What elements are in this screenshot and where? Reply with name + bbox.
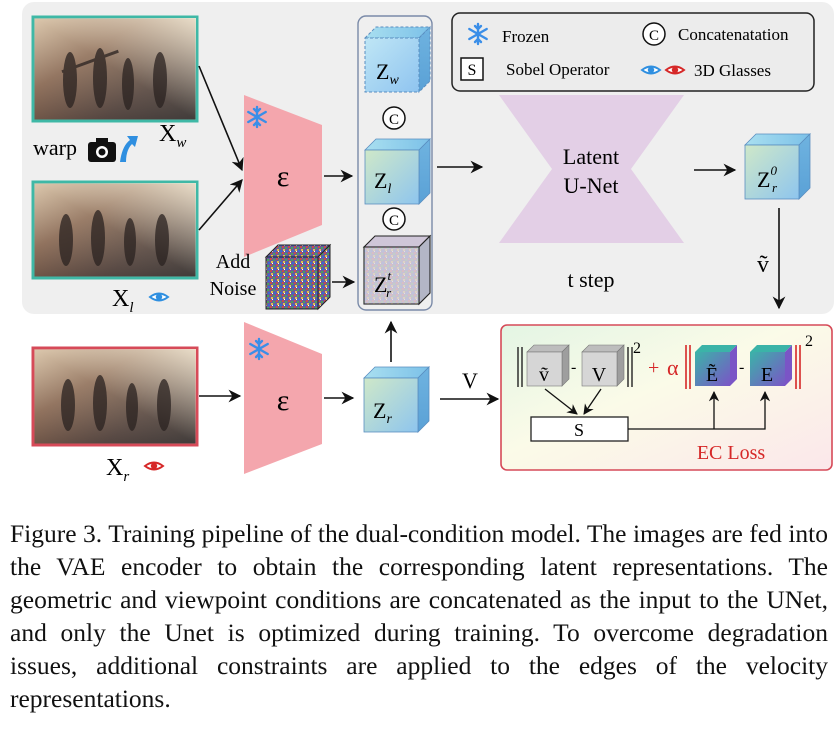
concat-icon-2 (382, 207, 406, 231)
camera-icon (88, 138, 116, 162)
legend-concat-symbol: C (649, 28, 659, 44)
loss-minus-2: - (739, 359, 744, 376)
xw-label: Xw (159, 121, 186, 151)
xr-red-eye-icon (144, 461, 164, 471)
e-gt-cube (750, 345, 792, 386)
zw-label: Zw (376, 59, 399, 88)
image-xr (31, 346, 199, 447)
loss-e-gt: E (761, 364, 773, 386)
sobel-symbol: S (574, 420, 584, 440)
encoder-bottom-symbol: ε (277, 384, 290, 417)
latent-zr0-cube (744, 133, 811, 200)
unet-line2: U-Net (564, 173, 619, 198)
encoder-top-symbol: ε (277, 160, 290, 193)
concat-icon (642, 22, 666, 46)
encoder-top (244, 95, 322, 257)
unet-steps: t step (567, 267, 614, 292)
sobel-icon (460, 57, 484, 81)
loss-power-2: 2 (805, 333, 813, 350)
v-gt-cube (581, 344, 625, 387)
warp-label: warp (33, 135, 77, 160)
noise-cube (264, 243, 332, 311)
red-eye-icon (665, 65, 685, 75)
arrow-vpred-sobel (544, 388, 578, 415)
add-noise-line1: Add (216, 251, 250, 273)
blue-eye-icon (641, 65, 661, 75)
concat-icon-1 (382, 106, 406, 130)
image-xw (31, 15, 199, 123)
figure-caption: Figure 3. Training pipeline of the dual-… (10, 519, 828, 713)
unet-line1: Latent (563, 144, 619, 169)
arrow-vgt-sobel (583, 388, 602, 415)
legend-sobel-symbol: S (468, 62, 477, 79)
e-pred-cube (695, 345, 737, 386)
xl-blue-eye-icon (149, 292, 169, 302)
loss-power-1: 2 (633, 340, 641, 357)
loss-v-pred: ṽ (539, 364, 549, 386)
latent-zw-cube (363, 25, 432, 94)
legend-glasses: 3D Glasses (694, 61, 771, 80)
pipeline-diagram: Frozen C Concatenatation S Sobel Operato… (22, 2, 834, 485)
add-noise-line2: Noise (210, 278, 257, 300)
legend-sobel: Sobel Operator (506, 60, 610, 79)
arrow-sobel-egt (628, 390, 771, 430)
v-gt-label: V (462, 368, 478, 393)
loss-minus-1: - (571, 359, 576, 376)
arrow-xw-encoder (198, 65, 244, 172)
legend-concat: Concatenatation (678, 25, 789, 44)
loss-v-gt: V (592, 364, 607, 386)
encoder-bottom (244, 322, 322, 474)
zl-label: Zl (374, 168, 391, 197)
xr-label: Xr (106, 455, 129, 485)
latent-zr-cube (363, 366, 430, 433)
loss-alpha: α (667, 355, 679, 380)
xl-label: Xl (112, 286, 134, 316)
concat-1-symbol: C (389, 112, 399, 128)
concat-2-symbol: C (389, 213, 399, 229)
ec-loss-label: EC Loss (697, 442, 766, 464)
latent-stack (357, 15, 433, 311)
zr-label: Zr (373, 398, 392, 427)
loss-plus: + (648, 357, 659, 379)
image-xl (31, 180, 199, 280)
latent-zl-cube (364, 138, 431, 205)
latent-zrt-cube (362, 234, 432, 306)
legend: Frozen C Concatenatation S Sobel Operato… (451, 12, 815, 92)
v-pred-label: ṽ (757, 252, 769, 278)
v-pred-cube (526, 344, 570, 387)
loss-e-pred: Ẽ (706, 362, 718, 386)
arrow-xl-encoder (198, 179, 243, 231)
legend-frozen: Frozen (502, 27, 550, 46)
unet-block (499, 95, 684, 243)
warp-arrow-icon (120, 136, 138, 162)
